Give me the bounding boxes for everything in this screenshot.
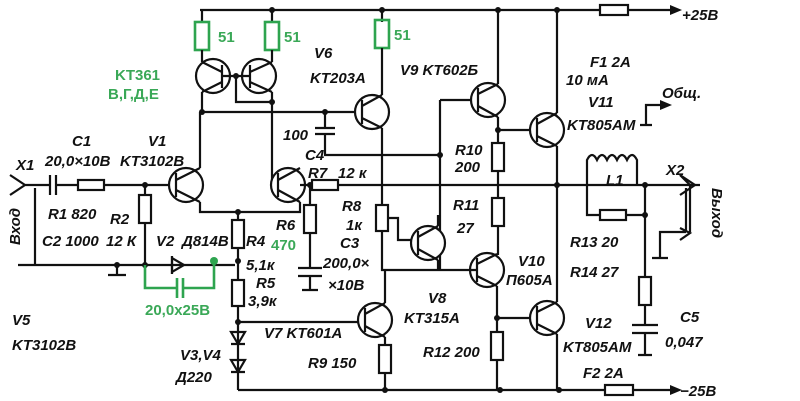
label-f1: F1 2A — [590, 54, 631, 71]
output-upper — [437, 10, 672, 270]
label-v8-type: KT315A — [404, 310, 460, 327]
label-r1: R1 820 — [48, 206, 97, 223]
negative-rail — [238, 383, 682, 397]
label-v5-type: KT3102В — [12, 337, 76, 354]
label-v3v4-type: Д220 — [174, 369, 213, 386]
label-r8: R8 — [342, 198, 362, 215]
label-v3v4: V3,V4 — [180, 347, 222, 364]
label-r9: R9 150 — [308, 355, 357, 372]
label-idle-current: 10 мА — [566, 72, 609, 89]
label-r5-value: 3,9к — [248, 293, 278, 310]
bypass-capacitor — [143, 261, 216, 298]
feedback-network — [298, 178, 700, 292]
v7-stage — [356, 270, 394, 390]
component-labels: X1 Вход C1 20,0×10В V1 KT3102В R1 820 C2… — [7, 7, 725, 400]
label-c4: C4 — [305, 147, 325, 164]
label-v12: V12 — [585, 315, 612, 332]
label-c5: C5 — [680, 309, 700, 326]
label-c5-value: 0,047 — [665, 334, 703, 351]
label-x1: X1 — [15, 157, 34, 174]
label-r2-value: 12 К — [106, 233, 138, 250]
label-c1-value: 20,0×10В — [44, 153, 111, 170]
label-input: Вход — [7, 208, 24, 245]
label-v6-type: KT203A — [310, 70, 366, 87]
positive-rail — [200, 3, 682, 17]
label-v9: V9 KT602Б — [400, 62, 479, 79]
label-output: Выход — [708, 188, 725, 238]
label-51-left: 51 — [218, 29, 235, 46]
current-mirror-transistors — [194, 57, 278, 185]
output-lower — [409, 185, 566, 390]
label-c4-value: 100 — [283, 127, 309, 144]
label-v11-type: KT805AM — [567, 117, 636, 134]
label-v2-type: Д814В — [180, 233, 229, 250]
resistor-r1 — [76, 178, 106, 192]
label-r7: R7 — [308, 165, 328, 182]
arrow-icon — [670, 5, 682, 15]
arrow-icon — [670, 385, 682, 395]
label-r10: R10 — [455, 142, 483, 159]
label-v1-type: KT3102В — [120, 153, 184, 170]
label-r13: R13 20 — [570, 234, 619, 251]
label-kt361-suffix: В,Г,Д,Е — [108, 86, 159, 103]
label-r5: R5 — [256, 275, 276, 292]
label-v6: V6 — [314, 45, 333, 62]
label-51-right: 51 — [394, 27, 411, 44]
label-v8: V8 — [428, 290, 447, 307]
label-r12: R12 200 — [423, 344, 480, 361]
v6-stage — [202, 93, 440, 190]
label-v10-type: П605А — [506, 272, 553, 289]
label-x2: X2 — [665, 162, 685, 179]
label-v11: V11 — [588, 94, 614, 111]
label-51-mid: 51 — [284, 29, 301, 46]
label-v1: V1 — [148, 133, 166, 150]
fuse-f2 — [603, 383, 635, 397]
label-r4-value: 5,1к — [246, 257, 276, 274]
label-bypass-cap: 20,0x25B — [145, 302, 210, 319]
label-r6: R6 — [276, 217, 296, 234]
label-r6-value: 470 — [271, 237, 296, 254]
label-plus-supply: +25В — [682, 7, 718, 24]
output-filter — [554, 153, 697, 357]
label-c2: C2 1000 — [42, 233, 99, 250]
label-minus-supply: −25В — [680, 383, 716, 400]
label-r10-value: 200 — [454, 159, 481, 176]
label-c3: C3 — [340, 235, 360, 252]
label-r14: R14 27 — [570, 264, 619, 281]
label-c3-voltage: ×10В — [328, 277, 364, 294]
label-v12-type: KT805AM — [563, 339, 632, 356]
label-v2: V2 — [156, 233, 175, 250]
label-f2: F2 2A — [583, 365, 624, 382]
label-ground: Общ. — [662, 85, 701, 102]
label-kt361: KT361 — [115, 67, 160, 84]
label-r2: R2 — [110, 211, 130, 228]
label-v5: V5 — [12, 312, 31, 329]
label-r11: R11 — [453, 197, 479, 214]
label-r4: R4 — [246, 233, 266, 250]
fuse-f1 — [598, 3, 630, 17]
diff-transistor — [229, 166, 360, 390]
resistor-r13 — [598, 208, 628, 222]
label-v10: V10 — [518, 253, 545, 270]
green-annotations: 51 51 51 KT361 В,Г,Д,Е 470 20,0x25B — [108, 27, 411, 319]
label-v7: V7 KT601A — [264, 325, 342, 342]
label-r8-value: 1к — [346, 217, 363, 234]
label-c1: C1 — [72, 133, 91, 150]
label-r7-value: 12 к — [338, 165, 368, 182]
label-r11-value: 27 — [456, 220, 474, 237]
label-c3-value: 200,0× — [322, 255, 370, 272]
emitter-resistors — [193, 10, 391, 95]
label-l1: L1 — [606, 172, 624, 189]
